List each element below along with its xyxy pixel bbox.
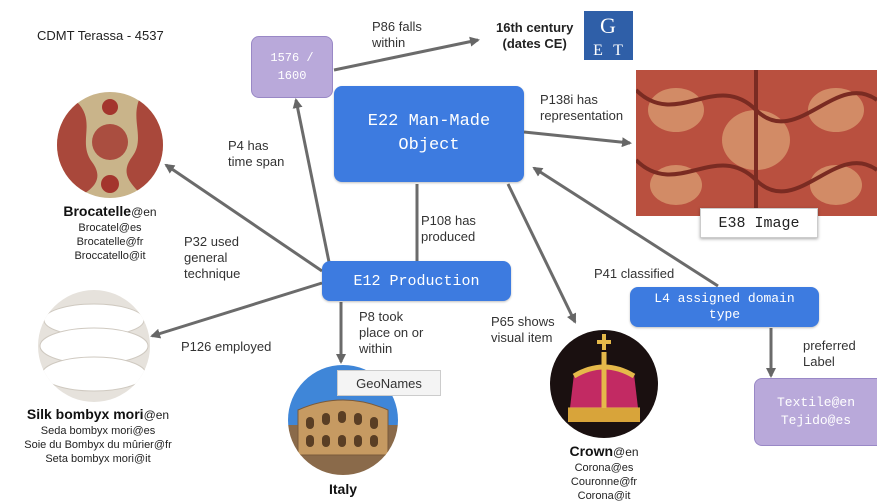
crown-caption: Crown@en Corona@es Couronne@fr Corona@it — [548, 443, 660, 503]
edge-p86 — [333, 36, 480, 72]
record-id: CDMT Terassa - 4537 — [37, 28, 164, 43]
brocatelle-alt-fr: Brocatelle@fr — [76, 236, 144, 248]
edge-p4 — [292, 98, 331, 263]
edge-label-p4: P4 has time span — [228, 138, 285, 169]
production-node[interactable]: E12 Production — [322, 261, 511, 301]
edge-p32 — [164, 163, 323, 273]
silk-alt-es: Seda bombyx mori@es — [40, 425, 156, 437]
edge-label-p86: P86 falls within — [372, 19, 422, 50]
silk-alt-it: Seta bombyx mori@it — [45, 453, 151, 465]
silk-image — [38, 290, 150, 402]
edge-label-p65: P65 shows visual item — [491, 314, 555, 345]
century-label: 16th century (dates CE) — [496, 20, 574, 51]
brocatelle-alt-es: Brocatel@es — [78, 222, 142, 234]
brocatelle-name: Brocatelle — [63, 203, 132, 219]
edge-label-p138i: P138i has representation — [540, 92, 624, 123]
edge-label-p108: P108 has produced — [421, 213, 476, 244]
crown-image — [550, 330, 658, 438]
edge-p126 — [150, 281, 323, 339]
crown-alt-it: Corona@it — [577, 490, 631, 502]
geonames-logo-text: GeoNames — [356, 375, 422, 391]
brocatelle-lang: @en — [131, 205, 157, 219]
edge-p41 — [532, 166, 719, 288]
brocatelle-caption: Brocatelle@en Brocatel@es Brocatelle@fr … — [34, 203, 186, 263]
crown-name: Crown — [569, 443, 614, 459]
italy-name: Italy — [328, 481, 357, 497]
svg-text:E: E — [593, 42, 603, 59]
edge-label-preferred-label: preferred Label — [803, 338, 856, 369]
image-node[interactable]: E38 Image — [700, 208, 818, 238]
svg-text:G: G — [600, 13, 616, 38]
edge-p138i — [523, 130, 632, 148]
silk-caption: Silk bombyx mori@en Seda bombyx mori@es … — [0, 406, 196, 466]
crown-alt-es: Corona@es — [574, 462, 634, 474]
getty-logo: G E T — [584, 11, 633, 60]
edge-p65 — [506, 183, 577, 324]
silk-alt-fr: Soie du Bombyx du mûrier@fr — [24, 439, 172, 451]
crown-alt-fr: Couronne@fr — [570, 476, 638, 488]
edge-label-p32: P32 used general technique — [184, 234, 241, 281]
man-made-object-node[interactable]: E22 Man-Made Object — [334, 86, 524, 182]
edge-label-p8: P8 took place on or within — [359, 309, 424, 356]
silk-name: Silk bombyx mori — [26, 406, 144, 422]
domain-type-node[interactable]: L4 assigned domain type — [630, 287, 819, 327]
textile-image — [636, 70, 877, 216]
brocatelle-image — [57, 92, 163, 198]
silk-lang: @en — [143, 408, 170, 422]
edge-label-p41: P41 classified — [594, 266, 675, 281]
svg-text:T: T — [613, 42, 623, 59]
edge-label-p126: P126 employed — [181, 339, 272, 354]
time-span-node[interactable]: 1576 / 1600 — [251, 36, 333, 98]
preferred-label-node[interactable]: Textile@en Tejido@es — [754, 378, 877, 446]
brocatelle-alt-it: Broccatello@it — [74, 250, 146, 262]
crown-lang: @en — [613, 445, 639, 459]
geonames-logo: GeoNames — [337, 370, 441, 396]
